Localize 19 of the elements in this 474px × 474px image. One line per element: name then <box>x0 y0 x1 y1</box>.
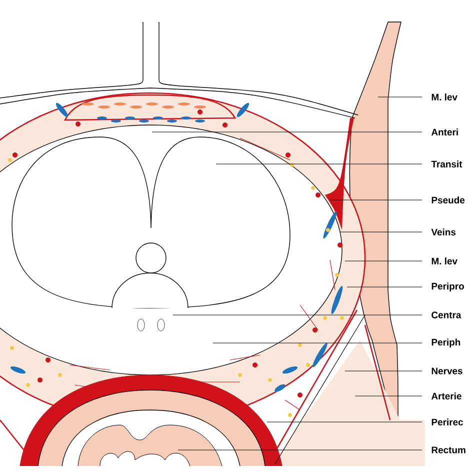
label-text: M. lev <box>432 258 458 264</box>
label-text: Perirec <box>432 418 464 426</box>
leader-line <box>212 342 422 344</box>
leader-line <box>344 260 422 262</box>
label-text: Arterie <box>431 392 462 400</box>
label-text: Rectum <box>432 446 466 454</box>
label-text: Centra <box>432 312 462 318</box>
leader-line <box>378 96 422 98</box>
leader-line <box>172 314 422 316</box>
label-text: Periph <box>432 338 460 348</box>
leader-line <box>344 370 422 372</box>
label-text: Anteri <box>431 128 458 136</box>
label-text: Nerves <box>432 368 462 374</box>
label-text: Pseude <box>432 196 465 204</box>
label-text: Transit <box>431 160 462 168</box>
label-text: M. lev <box>432 94 458 100</box>
label-text: Peripro <box>432 282 464 292</box>
label-text: Veins <box>431 228 456 236</box>
leader-line <box>346 286 422 288</box>
